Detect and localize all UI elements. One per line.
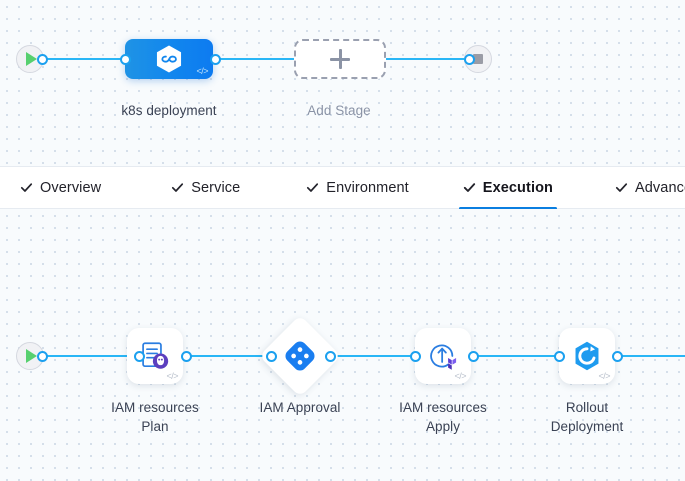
step-iam-resources-apply[interactable]: </>	[415, 328, 471, 384]
k8s-rollout-icon	[570, 339, 604, 373]
tab-environment-label: Environment	[326, 179, 409, 196]
tab-active-underline	[458, 206, 557, 210]
stage-config-tabs[interactable]: Overview Service Environment Execution	[0, 166, 685, 210]
check-icon	[20, 181, 33, 194]
step-label-line1: IAM resources	[111, 400, 199, 415]
pipeline-canvas[interactable]: </> k8s deployment Add Stage	[0, 0, 685, 166]
apply-input-port[interactable]	[409, 350, 421, 362]
rollout-input-port[interactable]	[553, 350, 565, 362]
step-label-line1: IAM Approval	[259, 400, 341, 415]
tab-overview[interactable]: Overview	[6, 167, 115, 209]
step-iam-resources-apply-label: IAM resources Apply	[373, 398, 513, 436]
k8s-input-port[interactable]	[119, 53, 131, 65]
check-icon	[306, 181, 319, 194]
add-stage-label: Add Stage	[307, 103, 371, 118]
approval-diamond-icon	[285, 341, 315, 371]
edge-addstage-to-end	[385, 58, 470, 60]
code-glyph-icon: </>	[166, 371, 178, 381]
code-glyph-icon: </>	[598, 371, 610, 381]
tab-advanced[interactable]: Advanced	[601, 167, 685, 209]
step-label-line2: Apply	[425, 419, 461, 434]
edge-start-to-k8s	[38, 58, 128, 60]
play-icon	[26, 52, 37, 66]
edge-approval-to-apply	[330, 355, 415, 357]
code-glyph-icon: </>	[196, 66, 208, 76]
approval-output-port[interactable]	[324, 350, 336, 362]
step-iam-resources-plan-label: IAM resources Plan	[85, 398, 225, 436]
stop-icon	[473, 54, 483, 64]
edge-start-to-plan	[38, 355, 136, 357]
step-label-line2: Plan	[141, 419, 169, 434]
step-label-line2: Deployment	[550, 419, 624, 434]
start-node-port[interactable]	[37, 53, 48, 65]
stage-k8s-deployment[interactable]: </>	[125, 39, 213, 79]
step-iam-approval-label: IAM Approval	[230, 398, 370, 417]
plan-output-port[interactable]	[180, 350, 192, 362]
edge-k8s-to-addstage	[215, 58, 300, 60]
add-stage-button[interactable]	[294, 39, 386, 79]
tab-service-label: Service	[191, 179, 241, 196]
tab-advanced-label: Advanced	[635, 179, 685, 196]
step-label-line1: Rollout	[565, 400, 609, 415]
step-rollout-deployment-label: Rollout Deployment	[517, 398, 657, 436]
execution-start-port[interactable]	[37, 350, 48, 362]
edge-plan-to-approval	[186, 355, 270, 357]
execution-canvas[interactable]: </> IAM resources Plan IAM Approval	[0, 209, 685, 481]
check-icon	[171, 181, 184, 194]
edge-apply-to-rollout	[473, 355, 558, 357]
plus-icon	[330, 49, 350, 69]
tab-execution-label: Execution	[482, 179, 553, 196]
code-glyph-icon: </>	[454, 371, 466, 381]
rollout-output-port[interactable]	[611, 350, 623, 362]
apply-output-port[interactable]	[467, 350, 479, 362]
terraform-apply-icon	[426, 339, 460, 373]
play-icon	[26, 349, 37, 363]
tab-execution[interactable]: Execution	[449, 167, 567, 210]
edge-rollout-outgoing	[617, 355, 685, 357]
end-node-port[interactable]	[464, 53, 475, 65]
check-icon	[615, 181, 628, 194]
check-icon	[463, 181, 476, 194]
tab-environment[interactable]: Environment	[292, 167, 423, 209]
step-rollout-deployment[interactable]: </>	[559, 328, 615, 384]
k8s-hexagon-icon	[152, 42, 186, 76]
plan-input-port[interactable]	[133, 350, 145, 362]
k8s-output-port[interactable]	[209, 53, 221, 65]
stage-k8s-deployment-label: k8s deployment	[121, 103, 217, 118]
tab-service[interactable]: Service	[157, 167, 254, 209]
tab-overview-label: Overview	[40, 179, 102, 196]
step-label-line1: IAM resources	[399, 400, 487, 415]
approval-input-port[interactable]	[265, 350, 277, 362]
